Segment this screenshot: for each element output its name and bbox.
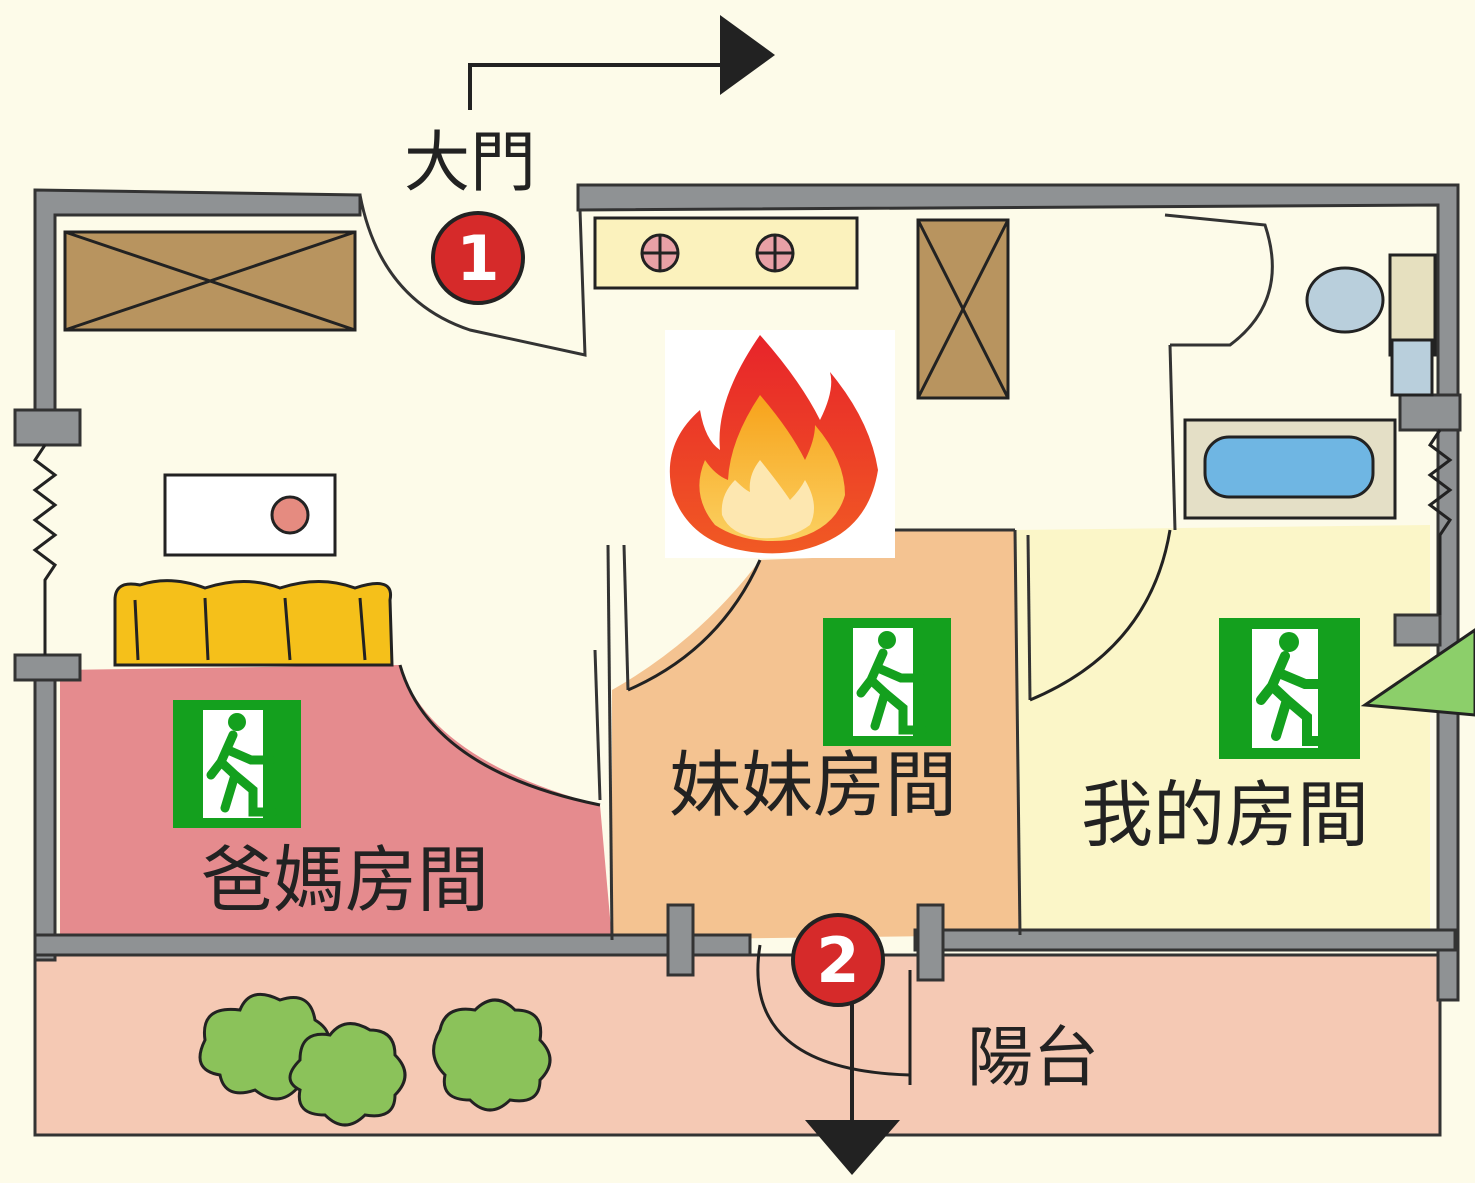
fire-icon	[669, 335, 878, 554]
emergency-exit-icon	[173, 700, 301, 828]
callout-pointer	[1360, 628, 1475, 717]
my-room-label: 我的房間	[1081, 773, 1369, 857]
exit-marker-1-label: 1	[456, 222, 499, 295]
bathtub-icon	[1183, 418, 1397, 520]
walls	[13, 183, 1462, 1002]
cabinet-icon	[916, 218, 1010, 400]
bed-icon	[113, 473, 394, 667]
plant-icon	[198, 992, 552, 1127]
toilet-icon	[1305, 253, 1437, 397]
exit-marker-1: 1	[431, 211, 525, 305]
door-swings	[398, 529, 1172, 1085]
interior-walls	[358, 194, 1274, 941]
sister-room-label: 妹妹房間	[669, 743, 957, 827]
sister-room-floor	[612, 530, 1020, 940]
exit-marker-2-label: 2	[816, 924, 859, 997]
main-door-label: 大門	[404, 124, 536, 201]
exit-arrow-icon	[805, 990, 900, 1175]
exit-arrow-icon	[468, 15, 775, 110]
emergency-exit-icon	[823, 618, 951, 746]
window-spring-right	[1427, 429, 1453, 615]
stove-icon	[593, 216, 859, 290]
exit-marker-2: 2	[791, 913, 885, 1007]
window-spring-left	[32, 444, 58, 655]
parents-room-label: 爸媽房間	[201, 838, 489, 922]
cabinet-icon	[63, 230, 357, 332]
emergency-exit-icon	[1219, 618, 1360, 759]
balcony-label: 陽台	[967, 1019, 1099, 1096]
